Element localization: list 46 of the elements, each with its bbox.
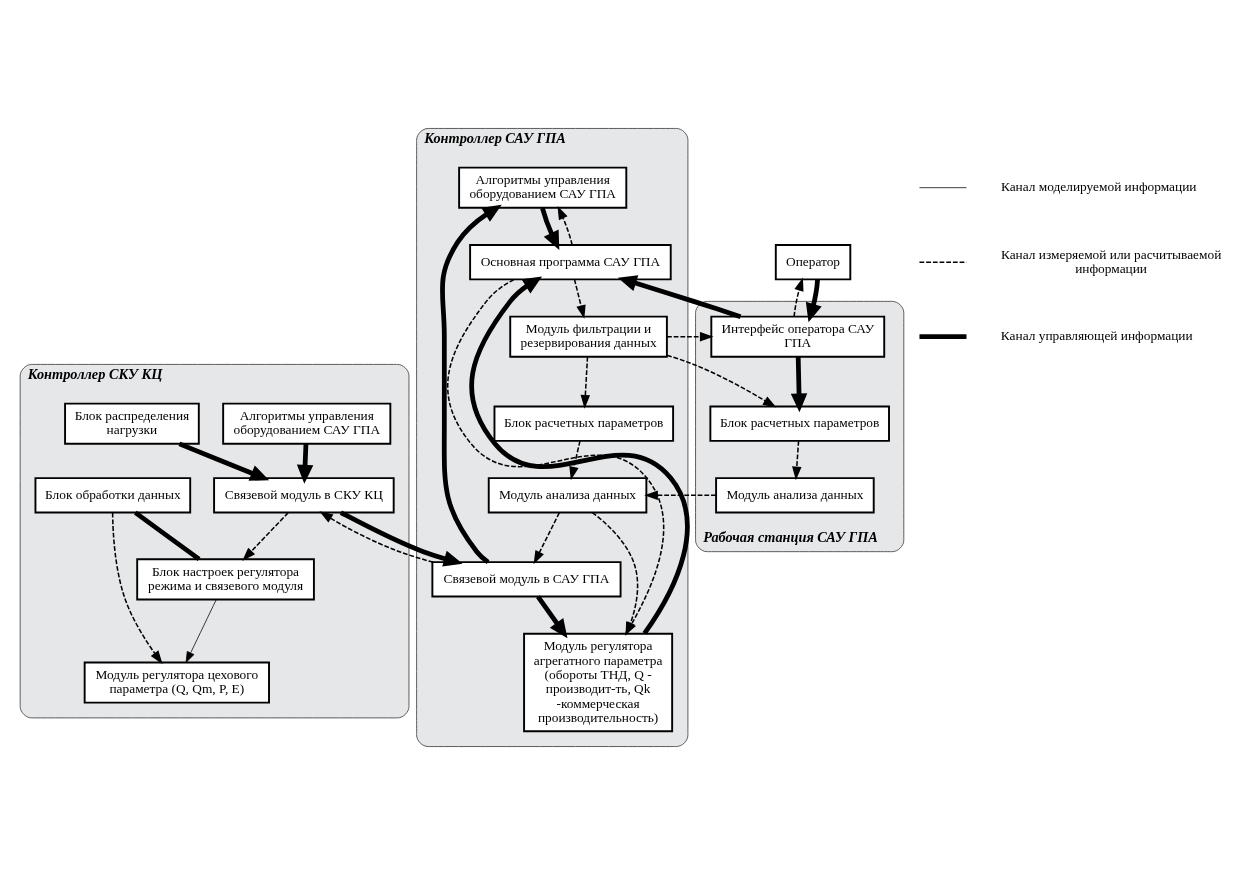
arrow <box>296 443 314 484</box>
arrow <box>242 512 289 561</box>
legend-label: Канал управляющей информации <box>1000 328 1193 344</box>
arrow <box>111 512 163 665</box>
node-box: Оператор <box>774 244 852 281</box>
node-box: Блок расчетных параметров <box>709 405 890 442</box>
node-box: Связевой модуль в СКУ КЦ <box>213 477 395 514</box>
arrow <box>469 276 690 635</box>
arrow <box>569 440 581 481</box>
node-box: Модуль регулятора агрегатного параметра (обороты ТНД, Q - производит-ть, Qk -коммерческая производительность) <box>523 632 674 733</box>
node-box: Модуль анализа данных <box>487 477 648 514</box>
arrow <box>792 440 802 481</box>
node-box: Модуль анализа данных <box>715 477 875 514</box>
arrow <box>580 356 591 409</box>
arrow <box>666 354 777 408</box>
arrow <box>805 279 822 323</box>
arrow <box>536 595 568 639</box>
node-box: Интерфейс оператора САУ ГПА <box>710 315 886 358</box>
node-box: Блок расчетных параметров <box>493 405 675 442</box>
arrow <box>644 490 717 501</box>
node-box: Алгоритмы управления оборудованием САУ ГПА <box>458 166 628 209</box>
arrow <box>178 441 270 481</box>
arrow <box>446 278 665 636</box>
arrow <box>540 207 560 251</box>
node-box: Блок обработки данных <box>34 477 192 514</box>
node-box: Блок настроек регулятора режима и связевого модуля <box>136 558 315 601</box>
legend-label: Канал моделируемой информации <box>1000 179 1197 195</box>
arrow <box>533 512 560 565</box>
arrow <box>573 278 586 319</box>
connector <box>133 510 201 562</box>
arrow <box>790 356 808 413</box>
arrow <box>339 510 463 567</box>
arrow <box>666 331 714 342</box>
arrow <box>591 511 639 636</box>
arrow <box>557 206 573 246</box>
node-box: Алгоритмы управления оборудованием САУ ГПА <box>222 402 392 445</box>
arrow <box>319 511 434 563</box>
legend-label: Канал измеряемой или расчитываемой информации <box>1000 246 1222 276</box>
node-box: Модуль регулятора цехового параметра (Q, Qm, P, E) <box>83 661 270 704</box>
node-box: Блок распределения нагрузки <box>64 402 200 445</box>
node-box: Основная программа САУ ГПА <box>469 244 672 281</box>
arrow <box>440 204 502 565</box>
arrow <box>185 599 217 663</box>
node-box: Модуль фильтрации и резервирования данных <box>509 315 668 358</box>
arrow <box>793 277 804 318</box>
node-box: Связевой модуль в САУ ГПА <box>431 561 622 598</box>
